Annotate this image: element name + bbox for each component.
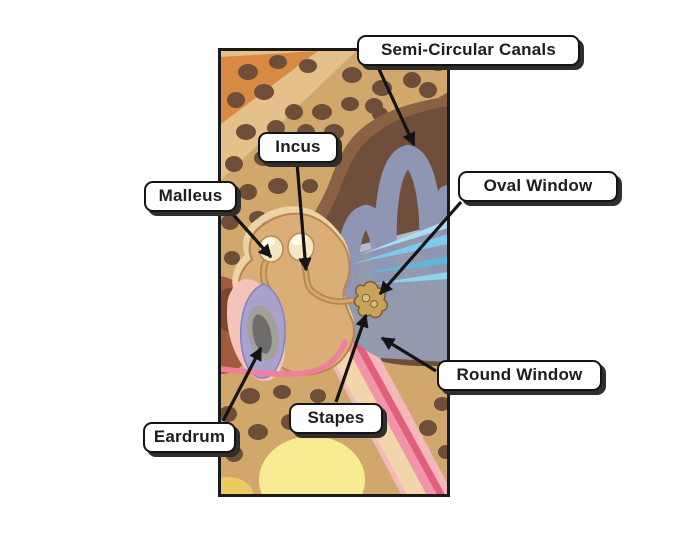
- stapes-shape: [353, 280, 388, 319]
- arrow-to-round-window: [380, 336, 437, 373]
- panel-border: [218, 48, 450, 497]
- arrow-to-oval-window: [378, 200, 463, 296]
- callout-arrows: [221, 66, 463, 422]
- label-incus: Incus: [258, 132, 338, 163]
- label-oval-window: Oval Window: [458, 171, 618, 202]
- arrow-to-incus: [295, 162, 312, 272]
- bone-spots: [221, 55, 447, 462]
- label-eardrum: Eardrum: [143, 422, 236, 453]
- label-stapes: Stapes: [289, 403, 383, 434]
- label-semi-circular-canals: Semi-Circular Canals: [357, 35, 580, 66]
- arrow-to-stapes: [334, 313, 369, 403]
- arrow-to-semi-circular-canals: [376, 66, 416, 147]
- ear-illustration: [221, 51, 447, 495]
- arrow-to-malleus: [228, 209, 273, 259]
- arrow-to-eardrum: [221, 346, 263, 422]
- fat-tissue: [221, 436, 365, 495]
- nerve-streaks: [352, 220, 447, 284]
- label-round-window: Round Window: [437, 360, 602, 391]
- label-malleus: Malleus: [144, 181, 237, 212]
